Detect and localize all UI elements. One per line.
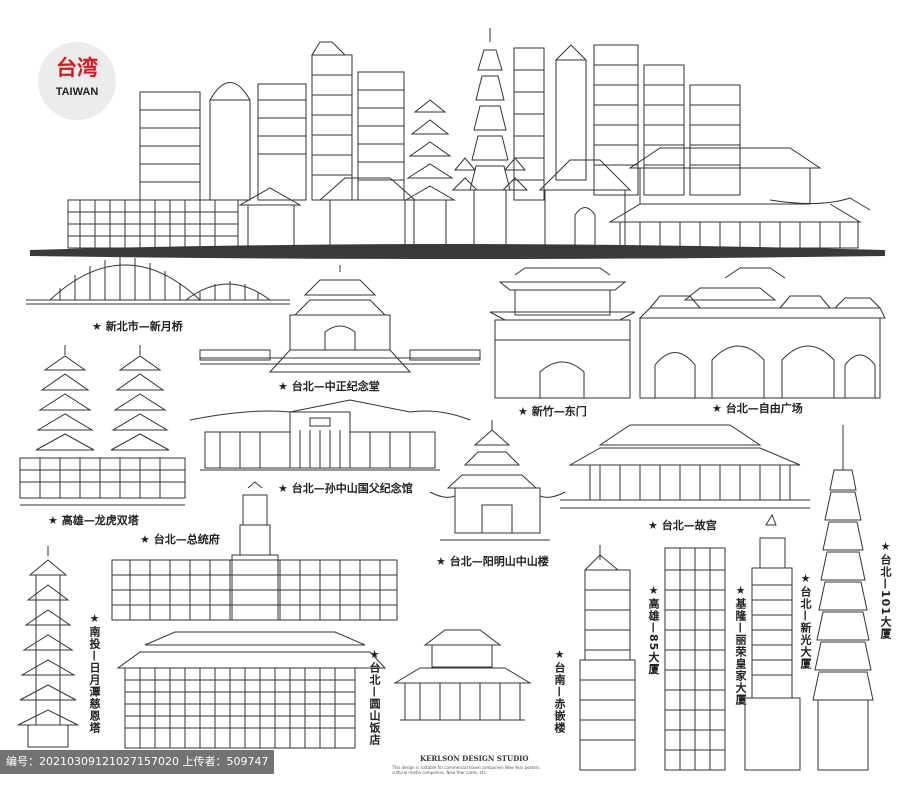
shinkong-tower (744, 513, 801, 771)
sun-yatsen-hall (189, 399, 471, 471)
label-yangmingshan: ★ 台北—阳明山中山楼 (436, 555, 549, 568)
badge-subtitle: TAIWAN (55, 86, 99, 98)
label-tower85: ★高雄—85大厦 (647, 584, 660, 676)
east-gate (489, 267, 636, 399)
label-grand-hotel: ★台北—圆山饭店 (368, 648, 381, 746)
twin-pagodas (19, 345, 186, 506)
label-chikan: ★台南—赤嵌楼 (553, 648, 566, 734)
label-keelung: ★基隆—丽荣皇家大厦 (734, 584, 747, 706)
memorial-hall (199, 265, 481, 373)
yangmingshan-hall (429, 420, 566, 541)
taipei-101 (812, 425, 874, 771)
grand-hotel (116, 631, 387, 749)
label-palace-museum: ★ 台北—故宫 (648, 519, 717, 532)
footer-watermark: 编号：20210309121027157020 上传者：509747 (0, 750, 275, 774)
tower-85 (579, 545, 636, 771)
studio-name: KERLSON DESIGN STUDIO (420, 754, 529, 763)
label-pagodas: ★ 高雄—龙虎双塔 (48, 514, 139, 527)
label-liberty-square: ★ 台北—自由广场 (712, 402, 803, 415)
liberty-gate (638, 267, 886, 399)
label-bridge: ★ 新北市—新月桥 (92, 320, 183, 333)
label-sun-yatsen: ★ 台北—孙中山国父纪念馆 (278, 482, 413, 495)
label-presidential: ★ 台北—总统府 (140, 533, 220, 546)
studio-note: This design is suitable for commercial t… (392, 765, 541, 775)
label-nantou: ★南投—日月潭慈恩塔 (88, 612, 101, 734)
crescent-bridge (26, 257, 290, 305)
chihkan-tower (393, 629, 532, 721)
palace-museum (560, 424, 810, 509)
taiwan-badge (38, 42, 116, 120)
label-east-gate: ★ 新竹—东门 (518, 405, 587, 418)
label-shinkong: ★台北—新光大厦 (799, 572, 812, 670)
presidential-office (111, 481, 398, 621)
label-taipei101: ★台北—101大厦 (879, 540, 892, 640)
skyline-ground (30, 244, 885, 259)
label-memorial: ★ 台北—中正纪念堂 (278, 380, 380, 393)
keelung-building (664, 547, 726, 771)
cien-pagoda (17, 546, 79, 748)
badge-title: 台湾 (56, 56, 98, 80)
